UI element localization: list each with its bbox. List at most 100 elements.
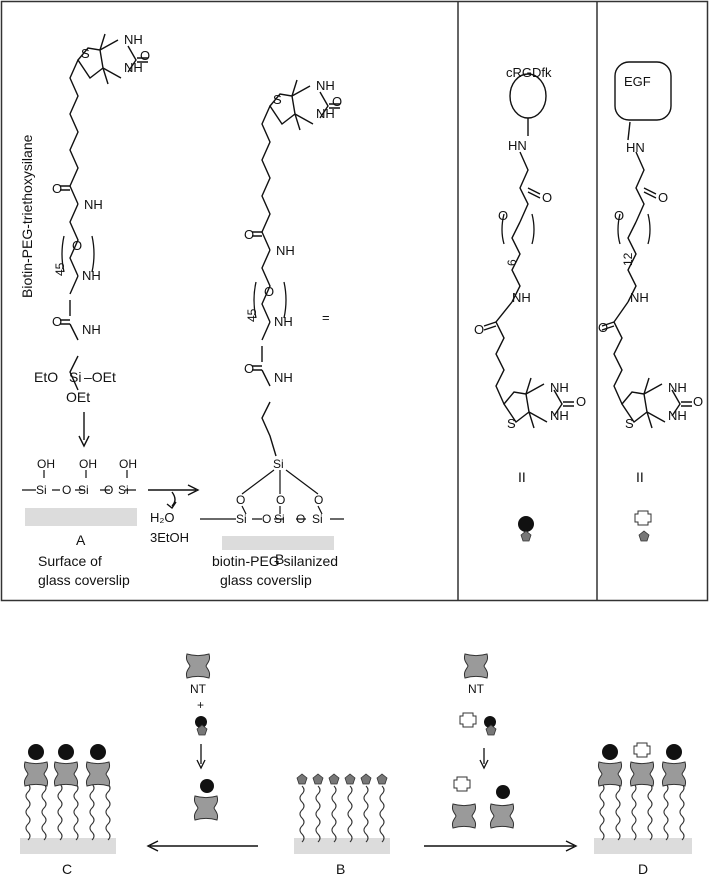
egf-ligand-label: EGF (624, 74, 651, 89)
atom-s-2: S (273, 92, 282, 107)
atom-s-egf: S (625, 416, 634, 431)
reaction-arrow-down-head (78, 435, 90, 448)
peg-repeat-count-egf: 12 (621, 252, 635, 266)
atom-o-urea-2: O (244, 361, 254, 376)
atom-o-peg-1: O (72, 238, 82, 253)
atom-nh-1a: NH (124, 32, 143, 47)
o-a1: O (62, 483, 71, 497)
oh-a3: OH (119, 457, 137, 471)
arrow-to-c (146, 840, 258, 852)
peg-repeat-count-rgd: 6 (505, 259, 519, 266)
ethoxy-si: Si (69, 369, 81, 385)
biotin-peg-silanized-structure (200, 79, 344, 520)
atom-nh-rgd: NH (512, 290, 531, 305)
surface-a-caption-2: glass coverslip (38, 572, 130, 588)
byproduct-ethanol: 3EtOH (150, 530, 189, 545)
atom-nh-1b: NH (124, 60, 143, 75)
surface-b-bottom-label: B (336, 861, 345, 877)
biotin-peg-triethoxysilane-structure (60, 33, 149, 391)
si-a2: Si (78, 483, 89, 497)
si-b2: Si (274, 512, 285, 526)
atom-s-1: S (81, 46, 90, 61)
si-b3: Si (312, 512, 323, 526)
equals-sign: = (322, 310, 330, 325)
glass-surface-a (25, 508, 137, 526)
atom-hn-rgd: HN (508, 138, 527, 153)
arrow-to-d (424, 840, 578, 852)
oh-a2: OH (79, 457, 97, 471)
surface-b-label: B (275, 551, 284, 567)
egf-biotin-icon (634, 510, 652, 542)
atom-o-amide-2: O (244, 227, 254, 242)
atom-o-amide-1: O (52, 181, 62, 196)
atom-s-rgd: S (507, 416, 516, 431)
atom-o-rgd-2: O (498, 208, 508, 223)
o-b2: O (276, 493, 285, 507)
atom-nh-egf-b2: NH (668, 408, 687, 423)
atom-nh-2a: NH (316, 78, 335, 93)
right-reagents (451, 653, 515, 829)
top-panel-frame (0, 0, 709, 602)
molecule-name-label: Biotin-PEG-triethoxysilane (19, 134, 35, 298)
surface-b-caption-2: glass coverslip (220, 572, 312, 588)
ethoxy-right: –OEt (84, 369, 116, 385)
atom-nh-urea-4: NH (274, 370, 293, 385)
glass-surface-b (222, 536, 334, 550)
surface-a-label: A (76, 532, 86, 548)
atom-o-egf-3: O (598, 320, 608, 335)
o-b5: O (296, 512, 305, 526)
oh-a1: OH (37, 457, 55, 471)
atom-nh-amide-2: NH (276, 243, 295, 258)
rgd-compound-label: II (518, 469, 526, 485)
si-a1: Si (36, 483, 47, 497)
atom-nh-egf: NH (630, 290, 649, 305)
si-b1: Si (236, 512, 247, 526)
plus-sign: + (197, 698, 204, 712)
surface-d-label: D (638, 861, 648, 877)
o-b3: O (314, 493, 323, 507)
atom-o-rgd-3: O (474, 322, 484, 337)
reaction-arrow-right (148, 484, 200, 510)
peg-repeat-count-2: 45 (245, 308, 259, 322)
atom-nh-egf-b1: NH (668, 380, 687, 395)
atom-o-rgd-1: O (542, 190, 552, 205)
egf-peg-biotin-structure (601, 61, 693, 429)
ethoxy-left: EtO (34, 369, 58, 385)
crgdfk-peg-biotin-structure (483, 73, 575, 429)
ethoxy-bottom: OEt (66, 389, 90, 405)
surface-c-label: C (62, 861, 72, 877)
atom-o-peg-2: O (264, 284, 274, 299)
egf-compound-label: II (636, 469, 644, 485)
atom-nh-urea-3: NH (274, 314, 293, 329)
atom-nh-2b: NH (316, 106, 335, 121)
peg-repeat-count-1: 45 (53, 262, 67, 276)
atom-hn-egf: HN (626, 140, 645, 155)
atom-nh-rgd-b2: NH (550, 408, 569, 423)
left-reagents (185, 653, 219, 821)
rgd-biotin-icon (518, 516, 534, 542)
silanol-surface-a (22, 470, 136, 491)
surface-c (20, 744, 116, 854)
surface-a-caption-1: Surface of (38, 553, 102, 569)
surface-b-bottom (294, 773, 390, 854)
atom-o-rgd-4: O (576, 394, 586, 409)
atom-nh-urea-2: NH (82, 322, 101, 337)
atom-nh-urea-1: NH (82, 268, 101, 283)
atom-o-egf-1: O (658, 190, 668, 205)
byproduct-water: H₂O (150, 510, 175, 525)
rgd-ligand-label: cRGDfk (506, 65, 552, 80)
left-nt-label: NT (190, 682, 207, 696)
o-b4: O (262, 512, 271, 526)
si-a3: Si (118, 483, 129, 497)
si-b-top: Si (273, 457, 284, 471)
atom-o-urea-1: O (52, 314, 62, 329)
surface-d (594, 742, 692, 854)
surface-b-caption-1: biotin-PEG silanized (212, 553, 338, 569)
atom-o-carbonyl-1: O (140, 48, 150, 63)
atom-nh-amide-1: NH (84, 197, 103, 212)
atom-o-egf-4: O (693, 394, 703, 409)
o-a2: O (104, 483, 113, 497)
atom-o-carbonyl-2: O (332, 94, 342, 109)
atom-nh-rgd-b1: NH (550, 380, 569, 395)
